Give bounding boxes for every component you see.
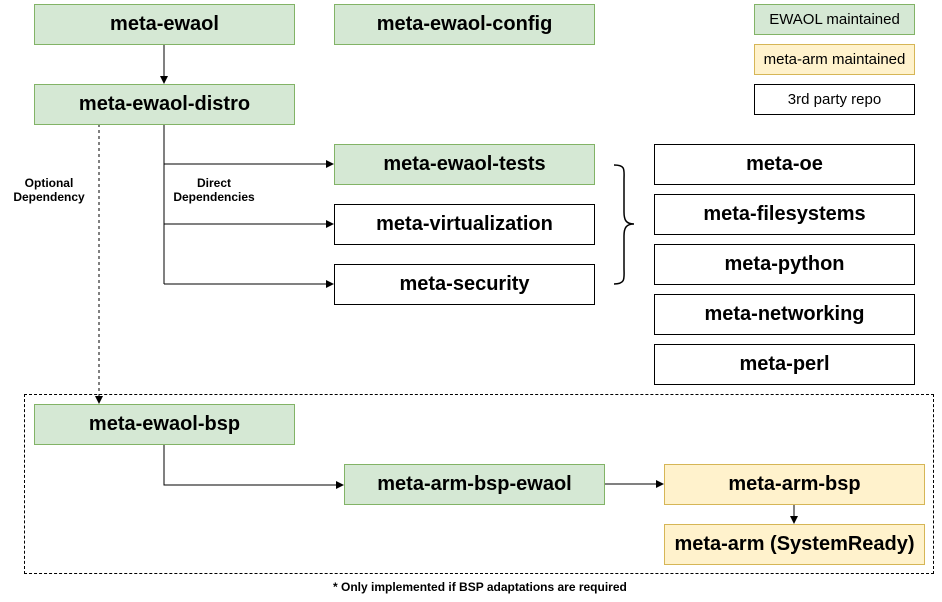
- direct-label-line2: Dependencies: [173, 190, 255, 204]
- direct-label-line1: Direct: [196, 176, 231, 190]
- layer-meta-arm-systemready: meta-arm (SystemReady): [664, 524, 925, 565]
- optional-label-line1: Optional: [24, 176, 74, 190]
- layer-meta-virtualization: meta-virtualization: [334, 204, 595, 245]
- direct-dependencies-label: Direct Dependencies: [164, 176, 264, 204]
- dependency-brace: [613, 164, 635, 285]
- layer-meta-security: meta-security: [334, 264, 595, 305]
- layer-meta-ewaol-distro: meta-ewaol-distro: [34, 84, 295, 125]
- legend-ewaol-maintained: EWAOL maintained: [754, 4, 915, 35]
- footnote: * Only implemented if BSP adaptations ar…: [333, 580, 627, 594]
- layer-meta-networking: meta-networking: [654, 294, 915, 335]
- layer-meta-ewaol-tests: meta-ewaol-tests: [334, 144, 595, 185]
- layer-meta-python: meta-python: [654, 244, 915, 285]
- layer-meta-arm-bsp-ewaol: meta-arm-bsp-ewaol: [344, 464, 605, 505]
- arrow-bsp-to-arm-bsp-ewaol: [163, 444, 344, 489]
- optional-dependency-label: Optional Dependency: [4, 176, 94, 204]
- layer-meta-oe: meta-oe: [654, 144, 915, 185]
- bsp-optional-group: [24, 394, 934, 574]
- layer-meta-filesystems: meta-filesystems: [654, 194, 915, 235]
- layer-meta-ewaol-bsp: meta-ewaol-bsp: [34, 404, 295, 445]
- legend-meta-arm-maintained: meta-arm maintained: [754, 44, 915, 75]
- layer-meta-ewaol: meta-ewaol: [34, 4, 295, 45]
- optional-label-line2: Dependency: [13, 190, 85, 204]
- layer-meta-arm-bsp: meta-arm-bsp: [664, 464, 925, 505]
- layer-meta-ewaol-config: meta-ewaol-config: [334, 4, 595, 45]
- legend-third-party: 3rd party repo: [754, 84, 915, 115]
- layer-meta-perl: meta-perl: [654, 344, 915, 385]
